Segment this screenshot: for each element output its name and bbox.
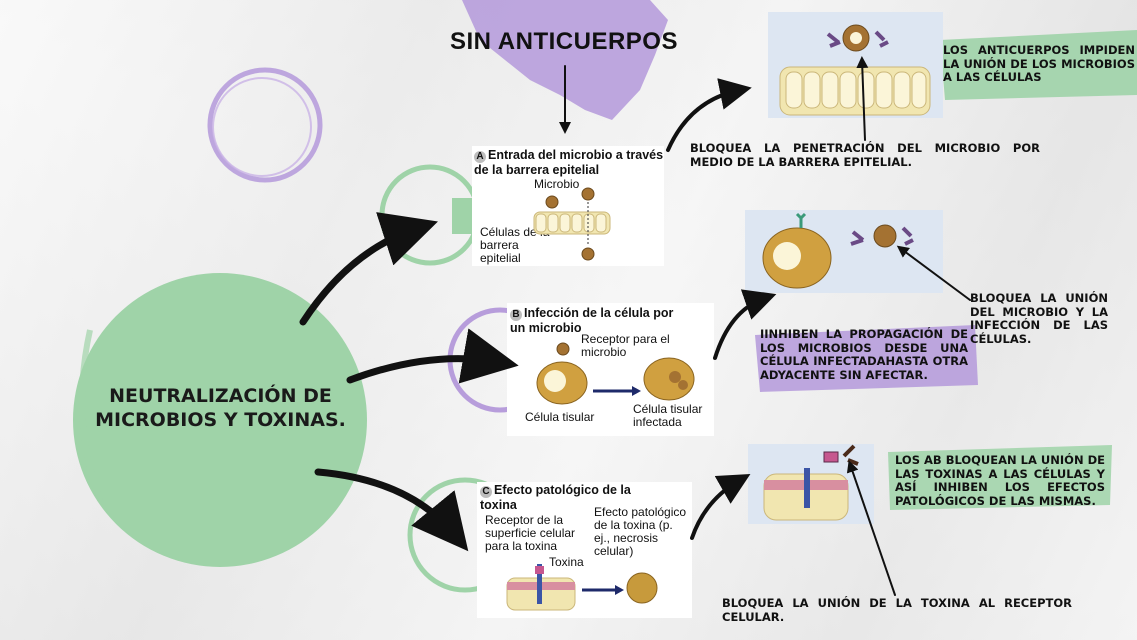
- main-green-circle: [73, 273, 367, 567]
- arrow-panel-c-to-thumb: [690, 474, 751, 540]
- panel-a-microbe-label: Microbio: [534, 177, 580, 191]
- panel-a-cells-label: Células de la barrera epitelial: [480, 225, 550, 265]
- thumb-toxin-receptor: [748, 444, 874, 524]
- panel-a-letter: A: [474, 151, 486, 163]
- note-inhibit-spread: IINHIBEN LA PROPAGACIÓN DE LOS MICROBIOS…: [760, 327, 968, 382]
- pointer-penetration: [856, 56, 869, 141]
- purple-brush-top: [462, 0, 668, 120]
- panel-b-illustration: [536, 342, 695, 405]
- purple-ring: [207, 67, 323, 183]
- arrow-main-to-panel-a: [299, 212, 438, 326]
- thumb-antibody-epithelium-art: [779, 24, 931, 116]
- panel-c-receptor-label: Receptor de la superficie celular para l…: [485, 513, 576, 553]
- green-brush-top-right: [940, 30, 1137, 100]
- panel-b-letter: B: [510, 309, 522, 321]
- note-block-union: BLOQUEA LA UNIÓN DEL MICROBIO Y LA INFEC…: [970, 291, 1108, 346]
- thumb-antibody-epithelium: [768, 12, 943, 118]
- panel-c-letter: C: [480, 486, 492, 498]
- purple-brush-middle: [755, 325, 978, 392]
- page-title: SIN ANTICUERPOS: [450, 28, 678, 55]
- pointer-toxin: [846, 460, 896, 596]
- green-brush-bottom-right: [888, 445, 1112, 510]
- note-ab-block-toxins: LOS AB BLOQUEAN LA UNIÓN DE LAS TOXINAS …: [895, 453, 1105, 508]
- panel-a-illustration: [533, 187, 611, 261]
- main-topic-label: NEUTRALIZACIÓN DE MICROBIOS Y TOXINAS.: [95, 385, 346, 431]
- panel-c-illustration: [506, 564, 658, 611]
- panel-b-infected-cell-label: Célula tisular infectada: [633, 402, 703, 429]
- panel-b-tissue-cell-label: Célula tisular: [525, 410, 595, 424]
- note-block-toxin-receptor: BLOQUEA LA UNIÓN DE LA TOXINA AL RECEPTO…: [722, 596, 1072, 624]
- pointer-union: [896, 245, 971, 301]
- panel-c-effect-label: Efecto patológico de la toxina (p. ej., …: [594, 505, 687, 558]
- note-block-penetration: BLOQUEA LA PENETRACIÓN DEL MICROBIO POR …: [690, 141, 1040, 169]
- arrow-panel-a-to-thumb: [666, 78, 752, 152]
- arrow-panel-b-to-thumb: [713, 289, 777, 360]
- arrow-main-to-panel-b: [346, 328, 519, 384]
- thumb-antibody-cell-art: [762, 212, 914, 289]
- thumb-antibody-cell: [745, 210, 943, 293]
- panel-c-toxin-label: Toxina: [549, 555, 584, 569]
- note-antibodies-block: LOS ANTICUERPOS IMPIDEN LA UNIÓN DE LOS …: [943, 43, 1135, 84]
- panel-b-receptor-label: Receptor para el microbio: [581, 332, 670, 359]
- arrow-main-to-panel-c: [314, 468, 469, 552]
